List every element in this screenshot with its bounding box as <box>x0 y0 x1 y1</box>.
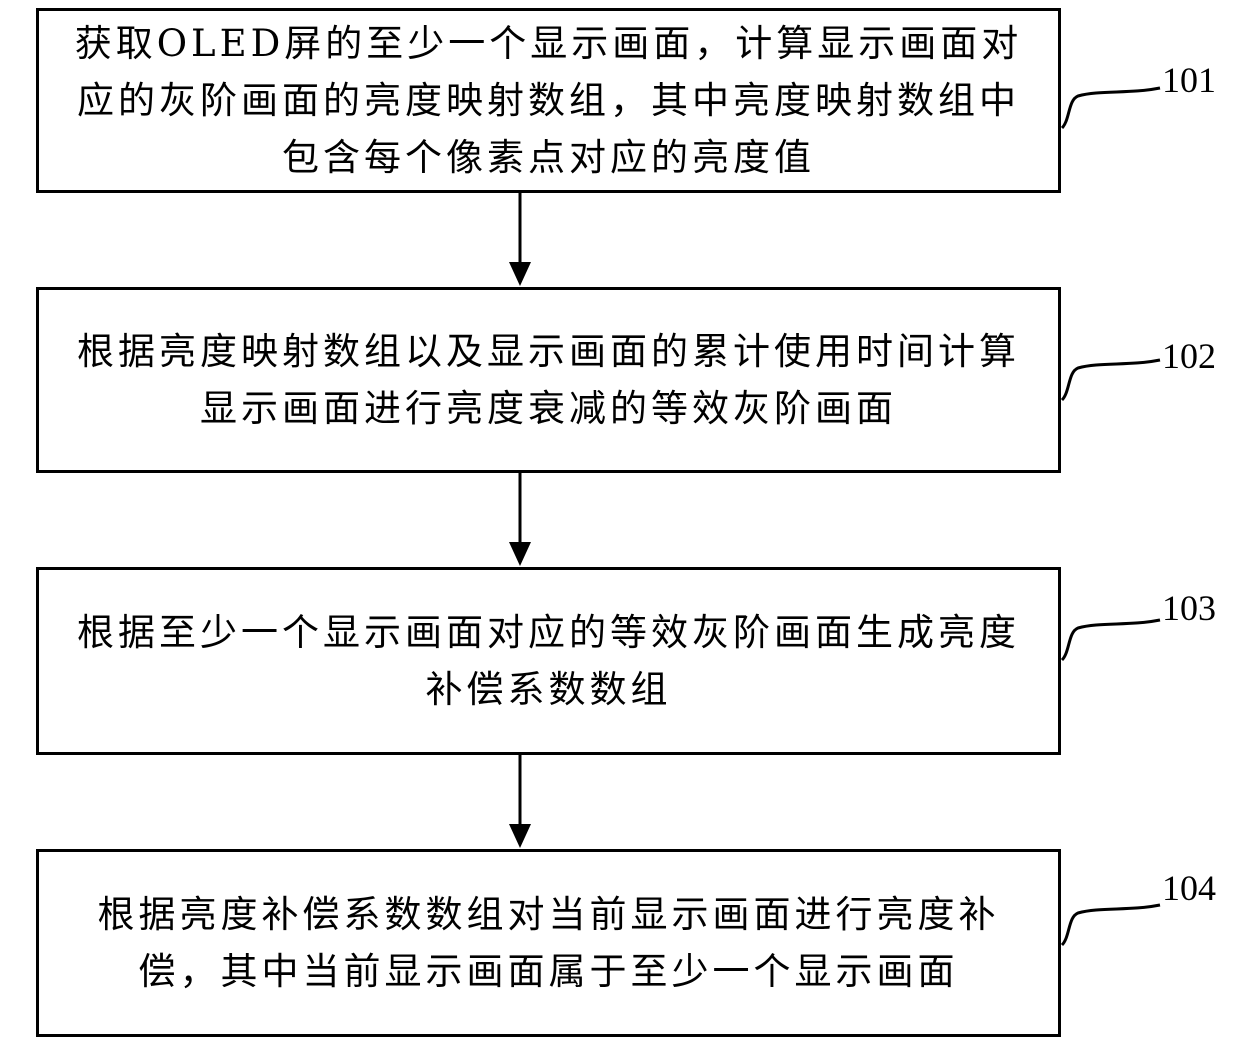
step-text-102: 根据亮度映射数组以及显示画面的累计使用时间计算显示画面进行亮度衰减的等效灰阶画面 <box>59 323 1039 437</box>
step-text-103: 根据至少一个显示画面对应的等效灰阶画面生成亮度补偿系数数组 <box>59 604 1039 718</box>
step-box-103: 根据至少一个显示画面对应的等效灰阶画面生成亮度补偿系数数组 <box>36 567 1061 755</box>
step-box-102: 根据亮度映射数组以及显示画面的累计使用时间计算显示画面进行亮度衰减的等效灰阶画面 <box>36 287 1061 473</box>
step-label-101: 101 <box>1162 62 1216 98</box>
arrow-101-to-102 <box>509 193 531 286</box>
leader-line-102 <box>1062 360 1160 400</box>
step-label-103: 103 <box>1162 590 1216 626</box>
step-text-101: 获取OLED屏的至少一个显示画面，计算显示画面对应的灰阶画面的亮度映射数组，其中… <box>59 15 1039 186</box>
arrow-103-to-104 <box>509 755 531 848</box>
step-box-104: 根据亮度补偿系数数组对当前显示画面进行亮度补偿，其中当前显示画面属于至少一个显示… <box>36 849 1061 1037</box>
step-text-104: 根据亮度补偿系数数组对当前显示画面进行亮度补偿，其中当前显示画面属于至少一个显示… <box>59 886 1039 1000</box>
leader-line-104 <box>1062 905 1160 945</box>
arrow-102-to-103 <box>509 473 531 566</box>
step-label-104: 104 <box>1162 870 1216 906</box>
step-label-102: 102 <box>1162 338 1216 374</box>
leader-line-103 <box>1062 620 1160 660</box>
leader-line-101 <box>1062 88 1160 128</box>
step-box-101: 获取OLED屏的至少一个显示画面，计算显示画面对应的灰阶画面的亮度映射数组，其中… <box>36 8 1061 193</box>
